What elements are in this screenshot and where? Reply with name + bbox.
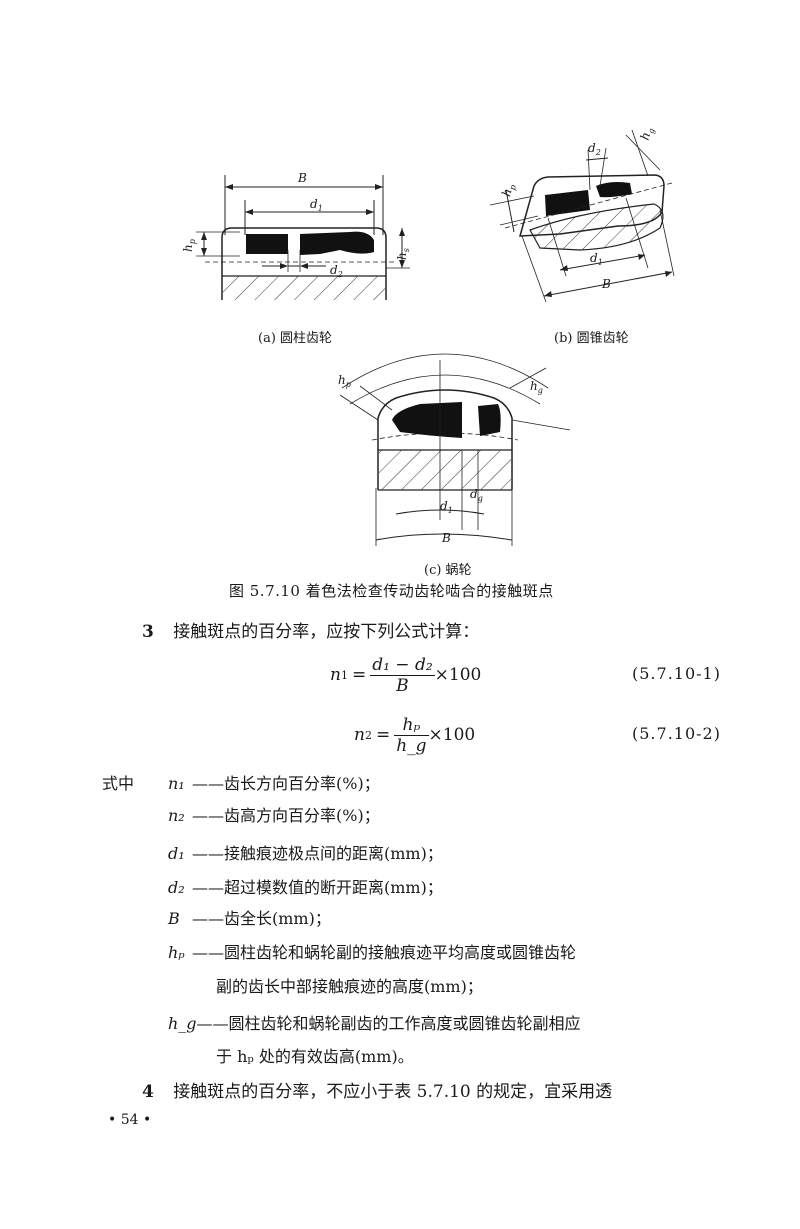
caption-a: (a) 圆柱齿轮 bbox=[258, 331, 333, 346]
def-symbol: n₂ bbox=[168, 806, 185, 825]
section-4-number: 4 bbox=[142, 1082, 154, 1102]
eq1-lhs-sub: 1 bbox=[340, 668, 348, 682]
def-symbol: h_g bbox=[168, 1014, 197, 1033]
eq2-tail: ×100 bbox=[428, 725, 476, 745]
dim-hp-a: hp bbox=[181, 239, 197, 252]
dim-B-c: B bbox=[441, 531, 451, 545]
section-3: 3 接触斑点的百分率，应按下列公式计算： bbox=[142, 617, 479, 642]
def-text: ——齿长方向百分率(%)； bbox=[192, 774, 380, 793]
eq1-fraction: d₁ − d₂ B bbox=[370, 654, 435, 696]
def-symbol: d₂ bbox=[168, 878, 185, 897]
eq2-fraction: hₚ h_g bbox=[394, 715, 429, 756]
eq1-number: (5.7.10-1) bbox=[632, 664, 721, 683]
dim-d2-b: d2 bbox=[588, 141, 601, 157]
def-symbol: n₁ bbox=[168, 774, 185, 793]
definition-row: d₂ ——超过模数值的断开距离(mm)； bbox=[168, 874, 443, 898]
eq2-lhs: n bbox=[354, 725, 365, 745]
eq2-denominator: h_g bbox=[396, 735, 427, 756]
def-text: 于 hₚ 处的有效齿高(mm)。 bbox=[216, 1047, 414, 1066]
dim-d2-a: d2 bbox=[330, 263, 343, 279]
caption-b: (b) 圆锥齿轮 bbox=[554, 331, 629, 346]
figure-drawings: B d1 hp hs d2 bbox=[181, 126, 675, 546]
definition-continuation: 于 hₚ 处的有效齿高(mm)。 bbox=[216, 1043, 414, 1067]
section-3-text: 接触斑点的百分率，应按下列公式计算： bbox=[173, 622, 480, 642]
dim-hp-b: hp bbox=[499, 182, 518, 199]
def-text: ——圆柱齿轮和蜗轮副齿的工作高度或圆锥齿轮副相应 bbox=[196, 1014, 581, 1033]
definition-continuation: 副的齿长中部接触痕迹的高度(mm)； bbox=[216, 973, 483, 997]
figure-title: 图 5.7.10 着色法检查传动齿轮啮合的接触斑点 bbox=[229, 582, 554, 600]
dim-hg-c: hg bbox=[530, 379, 543, 395]
page-number: • 54 • bbox=[108, 1112, 152, 1128]
dim-hg-b: hg bbox=[638, 126, 657, 143]
definition-row: hₚ ——圆柱齿轮和蜗轮副的接触痕迹平均高度或圆锥齿轮 bbox=[168, 939, 576, 963]
definition-row: B ——齿全长(mm)； bbox=[168, 905, 331, 929]
dim-d1-a: d1 bbox=[310, 197, 323, 213]
panel-c-drawing: hp hg d1 dg B bbox=[338, 353, 571, 546]
eq2-numerator: hₚ bbox=[394, 715, 429, 736]
eq2-number: (5.7.10-2) bbox=[632, 724, 721, 743]
def-symbol: d₁ bbox=[168, 844, 185, 863]
dim-d1-c: d1 bbox=[440, 499, 453, 515]
def-symbol: hₚ bbox=[168, 943, 185, 962]
definition-row: n₂ ——齿高方向百分率(%)； bbox=[168, 802, 380, 826]
eq1-numerator: d₁ − d₂ bbox=[370, 654, 435, 676]
eq1-tail: ×100 bbox=[434, 665, 482, 685]
definition-row: d₁ ——接触痕迹极点间的距离(mm)； bbox=[168, 840, 443, 864]
def-text: ——齿高方向百分率(%)； bbox=[192, 806, 380, 825]
def-text: ——接触痕迹极点间的距离(mm)； bbox=[192, 844, 443, 863]
panel-a-drawing: B d1 hp hs d2 bbox=[181, 171, 411, 300]
dim-d1-b: d1 bbox=[590, 251, 603, 267]
dim-hs-a: hs bbox=[395, 248, 411, 260]
dim-B-a: B bbox=[297, 171, 307, 185]
def-text: ——圆柱齿轮和蜗轮副的接触痕迹平均高度或圆锥齿轮 bbox=[192, 943, 577, 962]
definition-row: h_g——圆柱齿轮和蜗轮副齿的工作高度或圆锥齿轮副相应 bbox=[168, 1010, 581, 1034]
definition-row: n₁ ——齿长方向百分率(%)； bbox=[168, 770, 380, 794]
panel-b-drawing: d2 hg hp d1 B bbox=[489, 126, 675, 303]
eq1-denominator: B bbox=[396, 675, 409, 696]
caption-c: (c) 蜗轮 bbox=[424, 563, 472, 578]
def-symbol: B bbox=[168, 909, 180, 928]
section-4: 4 接触斑点的百分率，不应小于表 5.7.10 的规定，宜采用透 bbox=[142, 1077, 612, 1102]
dim-B-b: B bbox=[601, 277, 611, 291]
eq2-lhs-sub: 2 bbox=[364, 728, 372, 742]
section-4-text: 接触斑点的百分率，不应小于表 5.7.10 的规定，宜采用透 bbox=[173, 1082, 613, 1102]
def-text: ——齿全长(mm)； bbox=[192, 909, 331, 928]
eq1-lhs: n bbox=[330, 665, 341, 685]
def-text: ——超过模数值的断开距离(mm)； bbox=[192, 878, 443, 897]
dim-hp-c: hp bbox=[338, 373, 351, 389]
def-text: 副的齿长中部接触痕迹的高度(mm)； bbox=[216, 977, 483, 996]
definitions-lead: 式中 bbox=[102, 774, 135, 793]
section-3-number: 3 bbox=[142, 622, 154, 642]
